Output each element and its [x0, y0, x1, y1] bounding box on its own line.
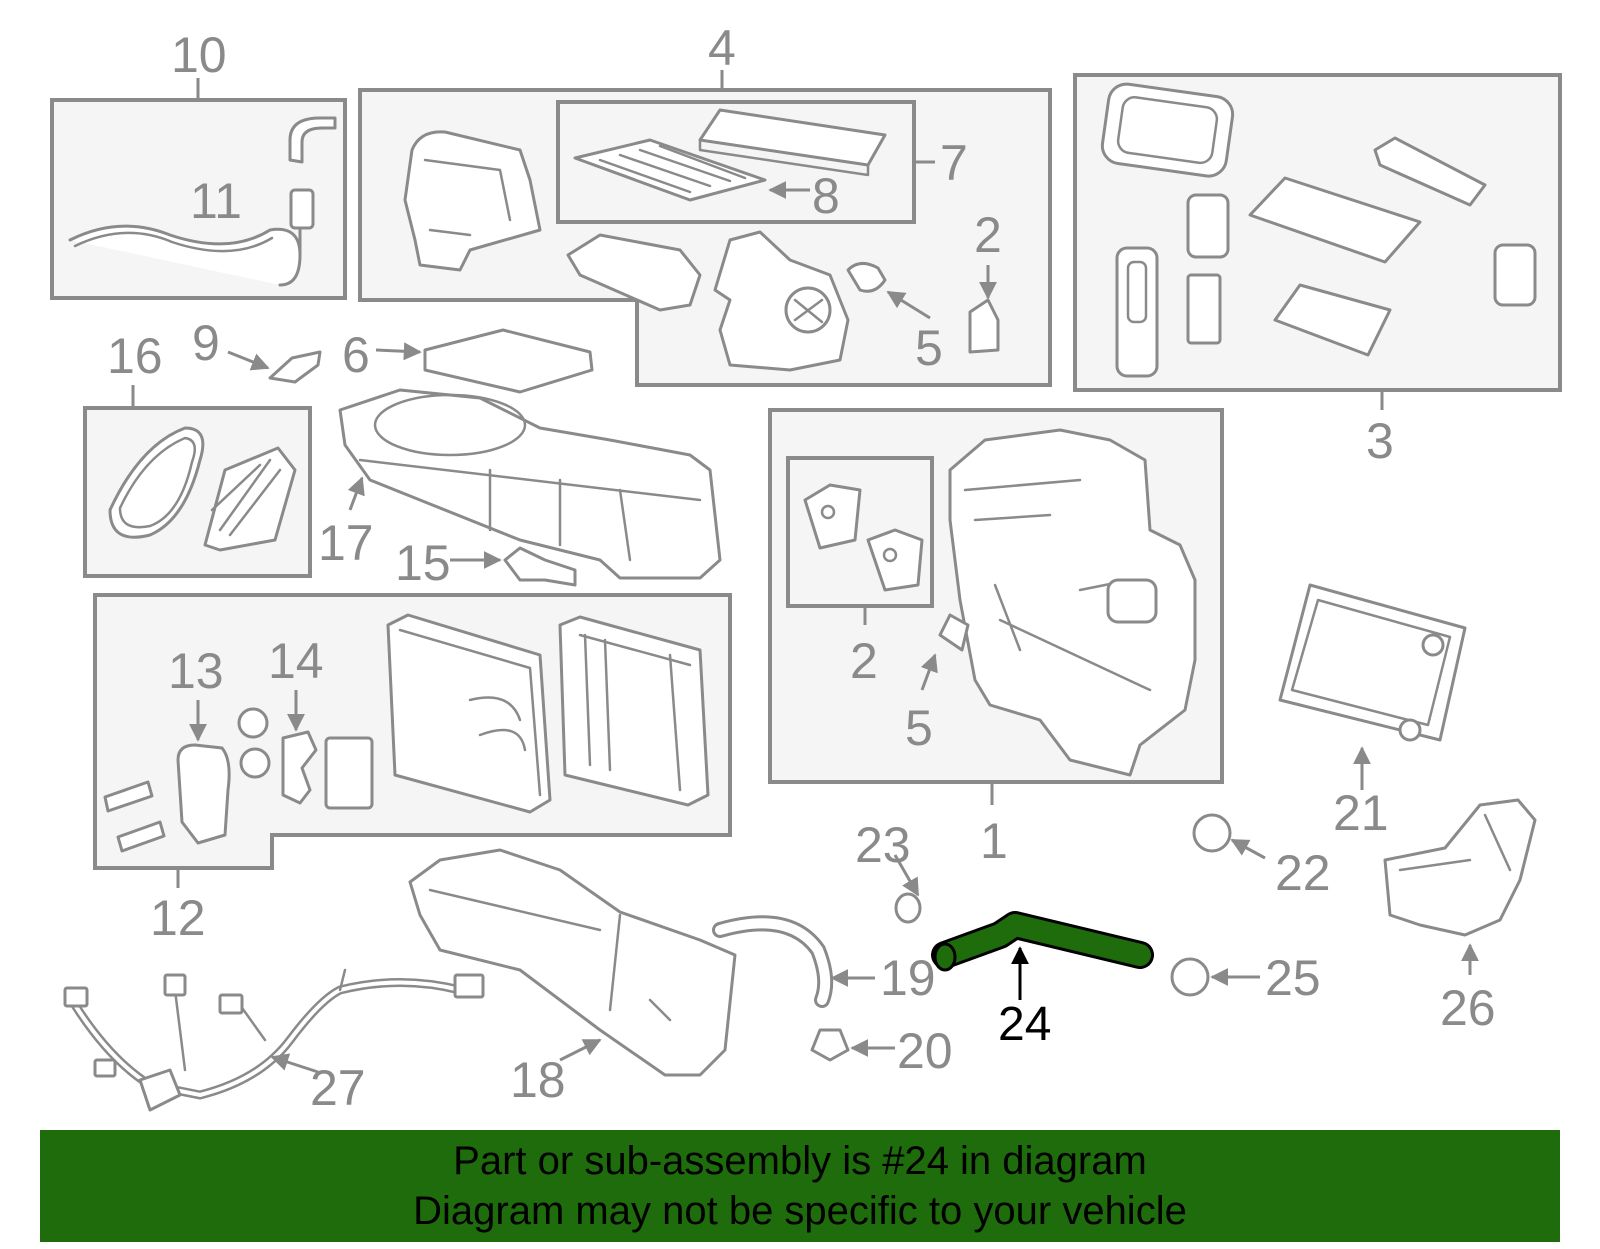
group-box-1 [768, 408, 1224, 805]
callout-17: 17 [318, 515, 374, 571]
callout-10: 10 [171, 27, 227, 83]
callout-9: 9 [192, 315, 220, 371]
callout-12: 12 [150, 890, 206, 946]
banner-line-part: Part or sub-assembly is #24 in diagram [453, 1139, 1147, 1183]
callout-labels: 10 11 4 7 8 2 5 3 16 9 6 17 15 2 5 21 13… [107, 20, 1496, 1116]
part-23 [893, 805, 1170, 924]
group-box-12 [93, 593, 732, 888]
callout-6: 6 [342, 327, 370, 383]
callout-8: 8 [812, 168, 840, 224]
part-26 [1383, 798, 1537, 975]
callout-20: 20 [897, 1023, 953, 1079]
callout-3: 3 [1366, 413, 1394, 469]
part-24-highlighted-hose [931, 911, 1154, 1000]
callout-1: 1 [980, 813, 1008, 869]
callout-13: 13 [168, 643, 224, 699]
callout-18: 18 [510, 1052, 566, 1108]
callout-19: 19 [880, 950, 936, 1006]
callout-21: 21 [1333, 785, 1389, 841]
callout-14: 14 [268, 633, 324, 689]
part-27-harness [63, 968, 485, 1112]
callout-4: 4 [708, 20, 736, 76]
callout-26: 26 [1440, 980, 1496, 1036]
group-box-3 [1073, 73, 1562, 410]
callout-5-mid: 5 [905, 700, 933, 756]
callout-22: 22 [1275, 845, 1331, 901]
callout-25: 25 [1265, 950, 1321, 1006]
callout-2-mid: 2 [850, 633, 878, 689]
banner-line-disclaimer: Diagram may not be specific to your vehi… [413, 1189, 1187, 1233]
callout-15: 15 [395, 535, 451, 591]
group-box-16 [83, 385, 312, 578]
callout-24: 24 [998, 998, 1051, 1051]
part-17 [338, 388, 722, 587]
callout-16: 16 [107, 328, 163, 384]
callout-11: 11 [190, 173, 242, 229]
callout-7: 7 [940, 135, 968, 191]
callout-2-top: 2 [974, 207, 1002, 263]
parts-9-6 [227, 328, 594, 394]
part-21 [1278, 583, 1467, 790]
part-info-banner: Part or sub-assembly is #24 in diagram D… [40, 1130, 1560, 1242]
callout-23: 23 [855, 817, 911, 873]
callout-27: 27 [310, 1060, 366, 1116]
group-box-4 [358, 70, 1052, 387]
callout-5-top: 5 [915, 320, 943, 376]
part-18 [408, 848, 737, 1077]
parts-22-25 [1170, 813, 1266, 997]
group-box-10 [50, 78, 347, 300]
parts-19-20 [712, 915, 895, 1062]
